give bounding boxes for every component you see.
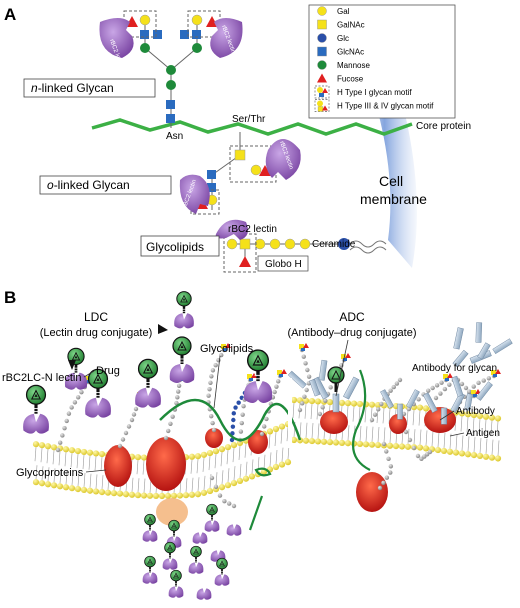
glycoproteins-pointer xyxy=(86,470,106,472)
adc-antigen-1 xyxy=(320,410,348,434)
rbc2lcn-label: rBC2LC-N lectin xyxy=(2,372,81,384)
ceramide-label: Ceramide xyxy=(312,239,356,250)
lectin-n-right: rBC2 lectin xyxy=(210,18,242,58)
drug-label: Drug xyxy=(96,365,120,377)
glycolipids-b-label: Glycolipids xyxy=(200,343,254,355)
o-linked-label: o-linked Glycan xyxy=(47,178,130,192)
legend-label: Mannose xyxy=(337,61,370,70)
adc-subtitle: (Antibody–drug conjugate) xyxy=(287,327,416,339)
glycolipids-label: Glycolipids xyxy=(146,240,204,254)
legend-label: H Type III & IV glycan motif xyxy=(337,102,434,111)
legend-square-icon xyxy=(318,20,327,29)
asn-label: Asn xyxy=(166,131,183,142)
antibody-for-glycan-label: Antibody for glycan xyxy=(412,363,497,374)
legend-label: H Type I glycan motif xyxy=(337,88,412,97)
ser-thr-label: Ser/Thr xyxy=(232,114,266,125)
ldc-subtitle: (Lectin drug conjugate) xyxy=(40,327,153,339)
legend-label: GalNAc xyxy=(337,21,365,30)
glycoprotein-center xyxy=(146,437,186,491)
antibody-label: Antibody xyxy=(456,406,495,417)
legend-label: Glc xyxy=(337,34,349,43)
panel-b-label: B xyxy=(4,288,16,307)
legend-label: GlcNAc xyxy=(337,48,364,57)
adc-title: ADC xyxy=(339,310,365,324)
legend-circle-icon xyxy=(318,61,327,70)
legend-label: Fucose xyxy=(337,75,364,84)
arrow-right-icon xyxy=(158,324,168,334)
legend-label: Gal xyxy=(337,7,350,16)
core-protein-label: Core protein xyxy=(416,121,471,132)
glycoprotein-left xyxy=(104,445,132,487)
adc-internalized xyxy=(356,472,388,512)
core-protein-strand-b xyxy=(160,400,300,440)
ldc-title: LDC xyxy=(84,310,108,324)
legend-item: GlcNAc xyxy=(318,47,365,57)
legend-circle-icon xyxy=(318,34,327,43)
lectin-tag-label: rBC2 lectin xyxy=(228,224,277,235)
cell-membrane-label-2: membrane xyxy=(360,191,427,207)
antigen-label: Antigen xyxy=(466,428,500,439)
cell-membrane-label-1: Cell xyxy=(379,173,403,189)
legend-circle-icon xyxy=(318,7,327,16)
legend-item: GalNAc xyxy=(318,20,365,30)
panel-a-label: A xyxy=(4,5,16,24)
n-linked-glycan-tree xyxy=(124,11,220,128)
legend-square-icon xyxy=(318,47,327,56)
glycoproteins-label: Glycoproteins xyxy=(16,467,84,479)
globo-h-label: Globo H xyxy=(265,259,302,270)
lectin-o-top: rBC2 lectin xyxy=(266,139,301,180)
n-linked-label: n-linked Glycan xyxy=(31,81,114,95)
